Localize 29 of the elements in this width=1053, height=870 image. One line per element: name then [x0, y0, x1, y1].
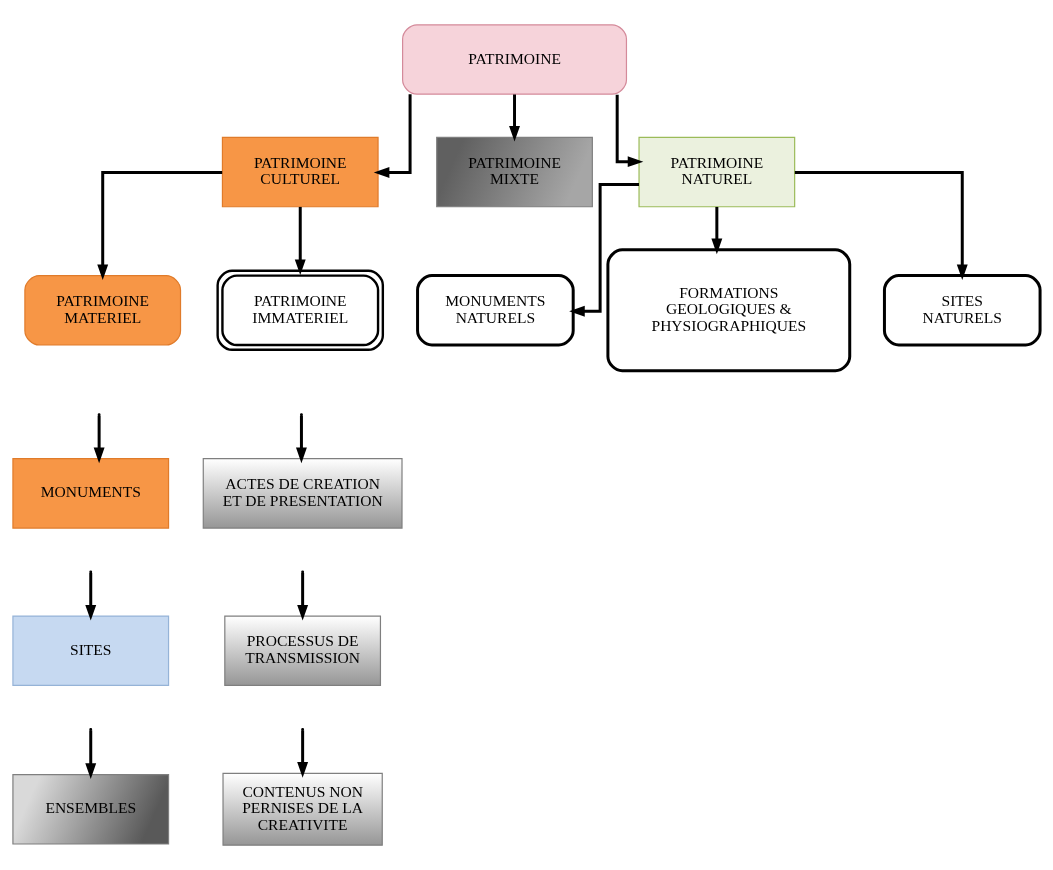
arrow [373, 94, 412, 178]
arrow [615, 94, 644, 168]
node-box: SITES [12, 615, 170, 687]
node-box: PATRIMOINE NATUREL [638, 136, 796, 208]
arrow [85, 572, 97, 621]
arrow [794, 170, 968, 281]
arrow [509, 94, 520, 142]
node-box: ACTES DE CREATION ET DE PRESENTATION [202, 458, 403, 529]
arrow [569, 182, 639, 317]
node-box: MONUMENTS [12, 458, 170, 529]
node-box: PROCESSUS DE TRANSMISSION [224, 615, 382, 687]
node-box: PATRIMOINE MIXTE [436, 136, 593, 208]
node-box: CONTENUS NON PERNISES DE LA CREATIVITE [222, 772, 383, 846]
node-box: SITES NATURELS [882, 274, 1042, 347]
arrow [296, 415, 307, 464]
node-box: PATRIMOINE CULTUREL [221, 136, 379, 208]
arrow [711, 206, 723, 255]
node-box: FORMATIONS GEOLOGIQUES & PHYSIOGRAPHIQUES [606, 248, 852, 373]
arrow [294, 206, 306, 276]
node-box: PATRIMOINE IMMATERIEL [216, 269, 385, 351]
arrow [93, 415, 105, 464]
node-box: PATRIMOINE MATERIEL [24, 275, 182, 346]
node-box: MONUMENTS NATURELS [416, 274, 575, 347]
arrow [85, 730, 97, 779]
arrow [297, 572, 309, 621]
node-box: PATRIMOINE [402, 24, 628, 95]
arrow [297, 730, 309, 778]
arrow [97, 170, 223, 281]
node-box: ENSEMBLES [12, 774, 170, 845]
